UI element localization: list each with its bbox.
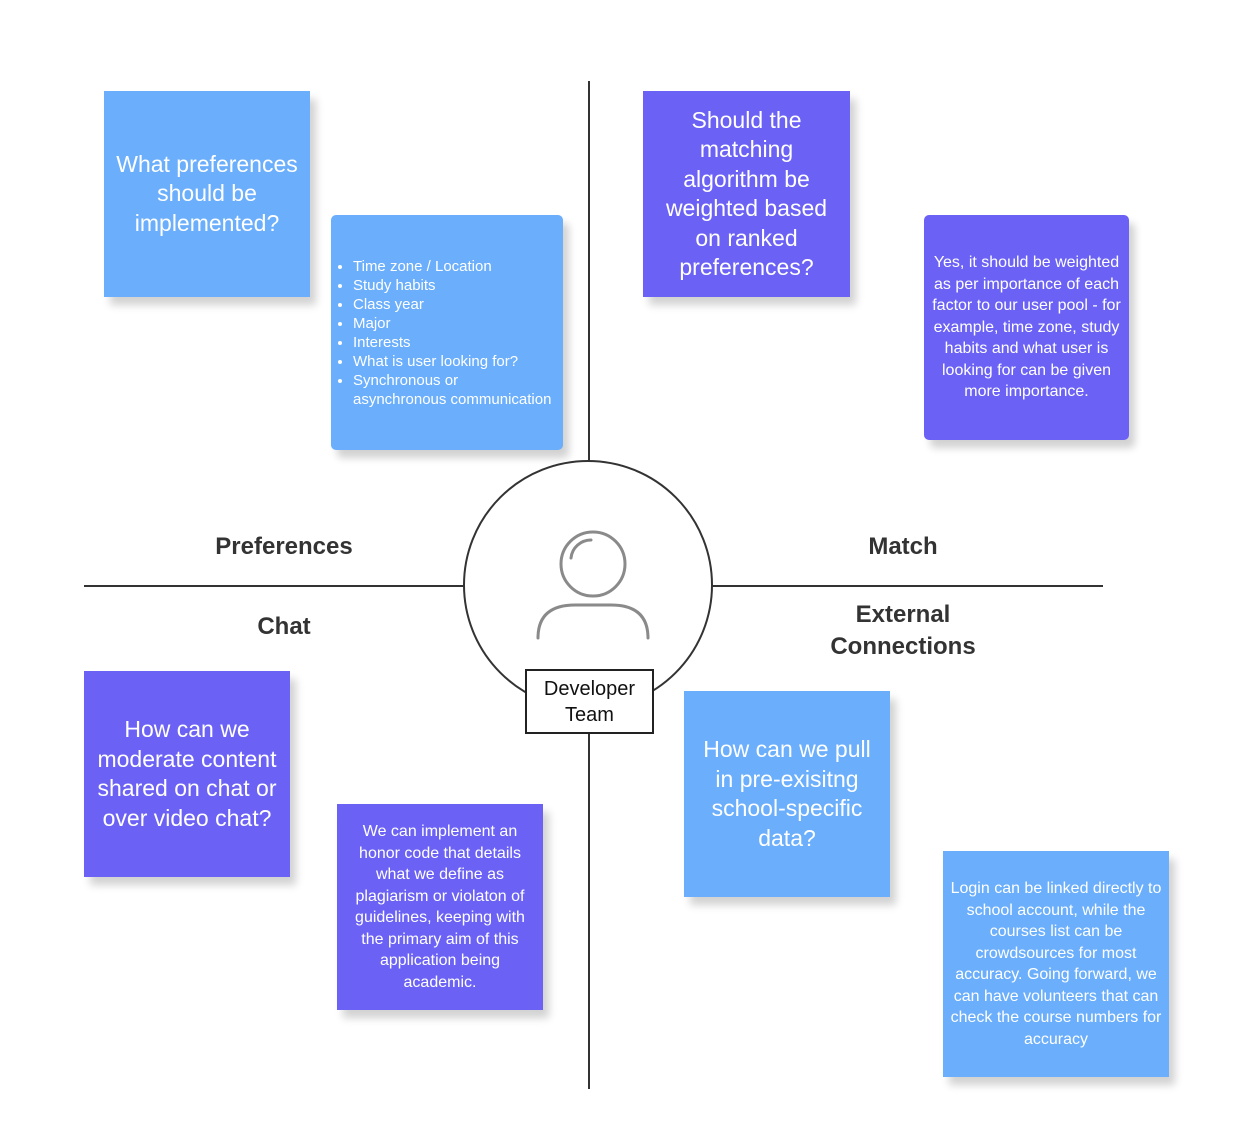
external-connections-label: External Connections: [830, 601, 976, 660]
preferences-answer-note: Time zone / Location Study habits Class …: [331, 215, 563, 450]
preferences-question-note: What preferences should be implemented?: [104, 91, 310, 297]
external-answer-note: Login can be linked directly to school a…: [943, 851, 1169, 1077]
list-item: Time zone / Location: [353, 257, 555, 276]
external-question-note: How can we pull in pre-exisitng school-s…: [684, 691, 890, 897]
developer-team-label: Developer Team: [525, 669, 654, 734]
center-circle: [463, 460, 713, 710]
match-answer-note: Yes, it should be weighted as per import…: [924, 215, 1129, 440]
chat-question-note: How can we moderate content shared on ch…: [84, 671, 290, 877]
list-item: Study habits: [353, 276, 555, 295]
list-item: Synchronous or asynchronous communicatio…: [353, 371, 555, 409]
chat-label: Chat: [257, 613, 311, 640]
chat-answer-note: We can implement an honor code that deta…: [337, 804, 543, 1010]
list-item: Interests: [353, 333, 555, 352]
vertical-divider-bottom: [588, 710, 590, 1089]
match-label: Match: [868, 533, 938, 560]
horizontal-divider-right: [712, 585, 1103, 587]
horizontal-divider-left: [84, 585, 464, 587]
vertical-divider-top: [588, 81, 590, 461]
list-item: What is user looking for?: [353, 352, 555, 371]
preferences-label: Preferences: [215, 533, 353, 560]
preferences-list: Time zone / Location Study habits Class …: [341, 257, 555, 409]
match-question-note: Should the matching algorithm be weighte…: [643, 91, 850, 297]
list-item: Major: [353, 314, 555, 333]
list-item: Class year: [353, 295, 555, 314]
user-icon: [536, 530, 650, 640]
